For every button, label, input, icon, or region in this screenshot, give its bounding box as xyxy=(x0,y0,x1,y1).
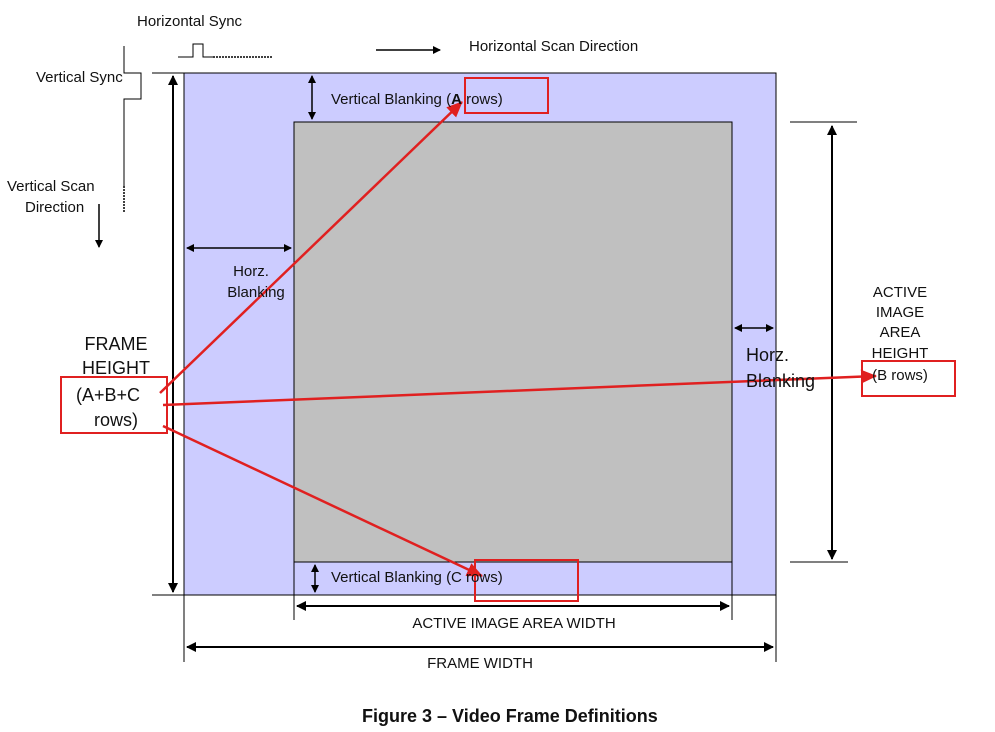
horizontal-sync-label: Horizontal Sync xyxy=(137,13,243,30)
horz-blanking-right-line1: Horz. xyxy=(746,345,790,365)
horz-blanking-left-line1: Horz. xyxy=(233,263,269,280)
highlight-a-rows xyxy=(464,77,549,114)
vertical-blanking-c-label: Vertical Blanking (C rows) xyxy=(331,569,503,586)
horz-blanking-right-line2: Blanking xyxy=(746,371,816,391)
vertical-sync-pulse xyxy=(123,46,142,186)
frame-height-line3: (A+B+C xyxy=(75,385,141,405)
horizontal-scan-direction-label: Horizontal Scan Direction xyxy=(469,38,639,55)
active-image-rect xyxy=(293,121,733,563)
frame-height-line2: HEIGHT xyxy=(81,358,150,378)
active-image-area-width-label: ACTIVE IMAGE AREA WIDTH xyxy=(412,615,616,632)
vblank-a-text-suffix: rows) xyxy=(461,91,503,108)
active-height-line2: IMAGE xyxy=(875,304,925,321)
active-height-line4: HEIGHT xyxy=(871,345,929,362)
red-arrow-to-b-rows xyxy=(162,369,877,407)
horz-blanking-left-line2: Blanking xyxy=(227,284,285,301)
active-height-line5: (B rows) xyxy=(872,367,928,384)
frame-height-line4: rows) xyxy=(94,410,138,430)
frame-height-line1: FRAME xyxy=(84,334,148,354)
highlight-c-rows xyxy=(474,559,579,602)
vertical-blanking-a-label: Vertical Blanking (A rows) xyxy=(331,91,503,109)
vertical-scan-label-line2: Direction xyxy=(25,199,85,216)
active-height-line3: AREA xyxy=(879,324,921,341)
red-arrow-to-a-rows xyxy=(159,101,463,394)
vblank-a-text-bold: A xyxy=(451,91,462,108)
horizontal-sync-pulse xyxy=(178,43,213,58)
frame-width-label: FRAME WIDTH xyxy=(427,655,533,672)
highlight-frame-height xyxy=(60,376,168,434)
active-height-line1: ACTIVE xyxy=(872,284,928,301)
red-arrow-to-c-rows xyxy=(162,424,483,578)
vertical-scan-label-line1: Vertical Scan xyxy=(7,178,95,195)
highlight-b-rows xyxy=(861,360,956,397)
figure-caption: Figure 3 – Video Frame Definitions xyxy=(362,706,658,726)
vertical-sync-label: Vertical Sync xyxy=(36,69,123,86)
vblank-a-text-prefix: Vertical Blanking ( xyxy=(331,91,452,108)
